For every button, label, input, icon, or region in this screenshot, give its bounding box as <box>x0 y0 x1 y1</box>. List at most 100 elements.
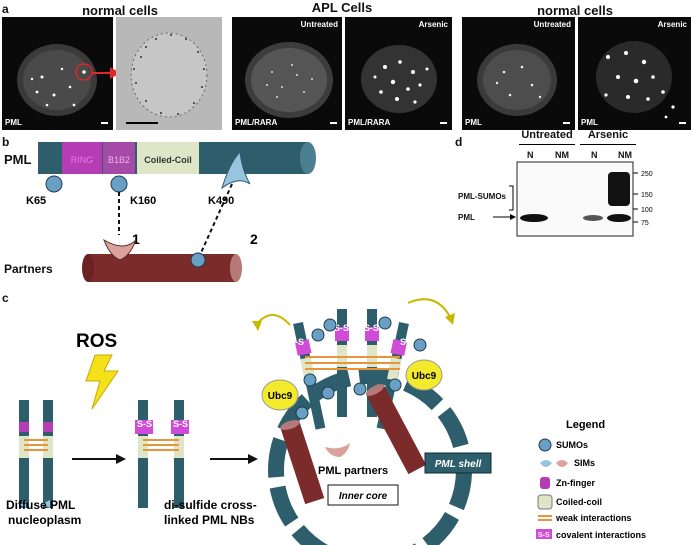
mode-1-label: 1 <box>132 231 140 247</box>
pml-arrow-head <box>510 214 516 220</box>
micrograph-apl-untreated: Untreated PML/RARA <box>232 17 342 130</box>
caption-2-line-1: di-sulfide cross- <box>164 498 257 512</box>
ubc9-right <box>405 359 443 391</box>
legend-title: Legend <box>566 419 605 431</box>
legend-covalent: covalent interactions <box>556 530 646 540</box>
partners-label: Partners <box>4 262 53 276</box>
band-label-pml: PML <box>458 213 475 222</box>
sumo-k160 <box>110 175 128 193</box>
pml-partners-label: PML partners <box>318 465 388 477</box>
panel-a-letter: a <box>2 2 9 16</box>
ubc9-left-label: Ubc9 <box>268 391 293 402</box>
band-n-arsenic-pml <box>583 215 603 221</box>
b1b2-label: B1B2 <box>108 155 130 165</box>
scale-bar <box>563 122 570 124</box>
sim-pml <box>221 150 251 190</box>
img3-bottom-label: PML/RARA <box>235 118 278 127</box>
pml-shell-label: PML shell <box>435 459 482 470</box>
band-nm-arsenic-sumo <box>608 172 630 206</box>
legend-ss-icon <box>536 529 552 539</box>
stage-arrow-2-head <box>248 454 258 464</box>
panel-b-letter: b <box>2 135 10 149</box>
marker-75: 75 <box>641 220 649 227</box>
micrograph-normal-arsenic: Arsenic PML <box>578 17 691 130</box>
sim-inner <box>325 443 350 457</box>
legend-ss-text: S-S <box>538 532 550 539</box>
site-k490: K490 <box>208 195 234 207</box>
partner-cylinder <box>88 254 236 282</box>
caption-1-line-1: Diffuse PML <box>6 498 75 512</box>
em-scale-bar <box>126 122 158 124</box>
mode-2-label: 2 <box>250 231 258 247</box>
sumo-k65 <box>45 175 63 193</box>
legend-zn: Zn-finger <box>556 478 595 488</box>
img3-top-label: Untreated <box>300 20 338 29</box>
ss-label-6: S-S <box>400 337 415 347</box>
sumo-partner <box>190 252 206 268</box>
legend-sumo-icon <box>538 438 552 452</box>
diffuse-pml-pair <box>18 400 53 508</box>
legend-coiled: Coiled-coil <box>556 497 602 507</box>
partner-cylinder-right <box>230 254 242 282</box>
pml-row-label: PML <box>4 152 32 167</box>
ss-label-1: S-S <box>137 419 152 429</box>
legend-sim-icon-b <box>556 460 568 467</box>
img4-bottom-label: PML/RARA <box>348 118 391 127</box>
lane-4: NM <box>618 150 632 160</box>
legend-weak: weak interactions <box>555 513 632 523</box>
micrograph-pml-normal-graphic <box>17 44 97 116</box>
micrograph-apl-arsenic-graphic <box>361 45 437 113</box>
img5-bottom-label: PML <box>465 118 482 127</box>
marker-100: 100 <box>641 207 653 214</box>
img1-label: PML <box>5 118 22 127</box>
blot-group-arsenic: Arsenic <box>587 129 629 141</box>
blot-group-untreated: Untreated <box>521 129 573 141</box>
lane-3: N <box>591 150 598 160</box>
legend-sumos: SUMOs <box>556 440 588 450</box>
coiled-coil-label: Coiled-Coil <box>144 155 192 165</box>
b1b2-domain <box>103 142 135 174</box>
inner-core-box <box>327 484 399 506</box>
blot-group-arsenic-underline <box>580 144 636 145</box>
nb-strands <box>293 309 409 430</box>
lane-1: N <box>527 150 534 160</box>
img5-top-label: Untreated <box>533 20 571 29</box>
band-label-pml-sumos: PML-SUMOs <box>458 192 506 201</box>
blot-group-untreated-underline <box>519 144 575 145</box>
curved-arrow-left-head <box>252 321 262 331</box>
scale-bar <box>679 122 686 124</box>
panel-c-letter: c <box>2 291 9 305</box>
site-k160: K160 <box>130 195 156 207</box>
panel-a-apl-cells-title: APL Cells <box>311 0 373 15</box>
ring-domain <box>62 142 102 174</box>
ring-label: RING <box>71 155 94 165</box>
legend-sims: SIMs <box>574 458 595 468</box>
nb-sumos <box>295 316 427 420</box>
partner-cylinder-left <box>82 254 94 282</box>
stage-arrow-1-head <box>116 454 126 464</box>
marker-150: 150 <box>641 192 653 199</box>
ss-label-4: S-S <box>334 323 349 333</box>
img6-bottom-label: PML <box>581 118 598 127</box>
micrograph-em-nb <box>116 17 222 130</box>
scale-bar <box>440 122 447 124</box>
panel-d-letter: d <box>455 135 463 149</box>
ubc9-left <box>261 379 299 411</box>
panel-a-normal-cells-title: normal cells <box>82 3 158 18</box>
micrograph-normal-arsenic-graphic <box>596 41 675 119</box>
ubc9-right-label: Ubc9 <box>412 371 437 382</box>
partner-cylinder-inner-1 <box>280 420 325 505</box>
inner-core-label: Inner core <box>339 491 388 502</box>
binding-mode-2-line <box>199 183 233 256</box>
ss-linked-pml-pair <box>135 400 189 508</box>
ss-label-2: S-S <box>173 419 188 429</box>
micrograph-apl-untreated-graphic <box>245 42 333 118</box>
pml-shell-box <box>424 452 492 474</box>
sumo-bracket <box>509 185 514 211</box>
sim-partner <box>103 238 137 261</box>
zoom-arrow <box>92 67 120 79</box>
nb-assembly-diagram: ROS S-S S-S S-S S-S S- <box>6 298 646 545</box>
pml-structure-diagram: RING B1B2 Coiled-Coil K65 K160 K490 1 2 <box>26 142 316 282</box>
curved-arrow-left <box>255 314 291 326</box>
marker-250: 250 <box>641 171 653 178</box>
